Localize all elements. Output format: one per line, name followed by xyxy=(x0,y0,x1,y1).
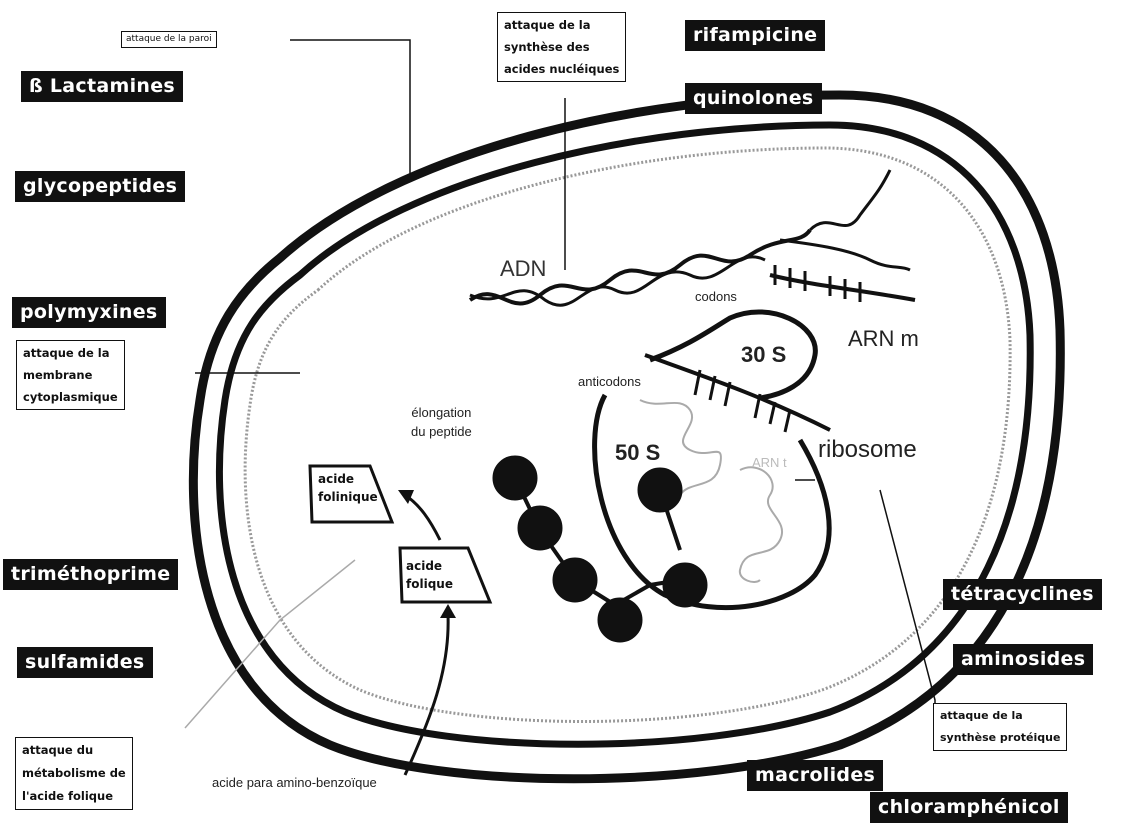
caption-line: du peptide xyxy=(411,422,472,441)
tag-sulfamides: sulfamides xyxy=(17,647,153,678)
note-paroi-text: attaque de la paroi xyxy=(126,33,212,46)
label-adn: ADN xyxy=(500,256,546,282)
tag-quinolones: quinolones xyxy=(685,83,822,114)
label-codons: codons xyxy=(695,289,737,304)
arrowhead-folique xyxy=(440,604,456,618)
label-arnt: ARN t xyxy=(752,455,787,470)
note-acides-nucleiques: attaque de la synthèse des acides nucléi… xyxy=(497,12,626,82)
tag-chloramphenicol: chloramphénicol xyxy=(870,792,1068,823)
caption-line: élongation xyxy=(411,403,472,422)
label-ribosome: ribosome xyxy=(818,436,917,464)
arrow-folique-to-folinique xyxy=(405,495,440,540)
label-paba: acide para amino-benzoïque xyxy=(212,775,377,790)
connector-lines xyxy=(185,40,935,740)
acid-line: acide xyxy=(406,557,453,575)
tag-glycopeptides: glycopeptides xyxy=(15,171,185,202)
label-acide-folique: acide folique xyxy=(406,557,453,593)
note-line: synthèse protéique xyxy=(940,727,1060,749)
label-acide-folinique: acide folinique xyxy=(318,470,378,506)
note-line: acides nucléiques xyxy=(504,58,619,80)
tag-macrolides: macrolides xyxy=(747,760,883,791)
label-50s: 50 S xyxy=(615,440,660,466)
tag-aminosides: aminosides xyxy=(953,644,1093,675)
mrna-strand xyxy=(770,275,915,300)
tag-rifampicine: rifampicine xyxy=(685,20,825,51)
note-line: attaque du xyxy=(22,739,126,762)
label-anticodons: anticodons xyxy=(578,374,641,389)
acid-line: folique xyxy=(406,575,453,593)
ribosome-50s xyxy=(595,395,830,608)
note-line: attaque de la xyxy=(940,705,1060,727)
cell-wall-outer xyxy=(193,95,1060,779)
trna-2 xyxy=(740,467,782,582)
note-paroi: attaque de la paroi xyxy=(121,31,217,48)
note-line: métabolisme de xyxy=(22,762,126,785)
tag-tetracyclines: tétracyclines xyxy=(943,579,1102,610)
note-acide-folique: attaque du métabolisme de l'acide foliqu… xyxy=(15,737,133,810)
tag-beta-lactamines: ß Lactamines xyxy=(21,71,183,102)
arrow-paba-to-folique xyxy=(405,615,448,775)
note-proteique: attaque de la synthèse protéique xyxy=(933,703,1067,751)
note-line: membrane xyxy=(23,364,118,386)
note-line: cytoplasmique xyxy=(23,386,118,408)
note-membrane: attaque de la membrane cytoplasmique xyxy=(16,340,125,410)
note-line: l'acide folique xyxy=(22,785,126,808)
mrna-through-ribosome xyxy=(645,355,830,430)
note-line: attaque de la xyxy=(504,14,619,36)
label-30s: 30 S xyxy=(741,342,786,368)
note-line: attaque de la xyxy=(23,342,118,364)
acid-line: folinique xyxy=(318,488,378,506)
tag-trimethoprime: triméthoprime xyxy=(3,559,178,590)
acid-line: acide xyxy=(318,470,378,488)
label-elongation: élongation du peptide xyxy=(411,403,472,441)
label-arn-m: ARN m xyxy=(848,326,919,352)
tag-polymyxines: polymyxines xyxy=(12,297,166,328)
note-line: synthèse des xyxy=(504,36,619,58)
dna-tail xyxy=(780,170,910,270)
